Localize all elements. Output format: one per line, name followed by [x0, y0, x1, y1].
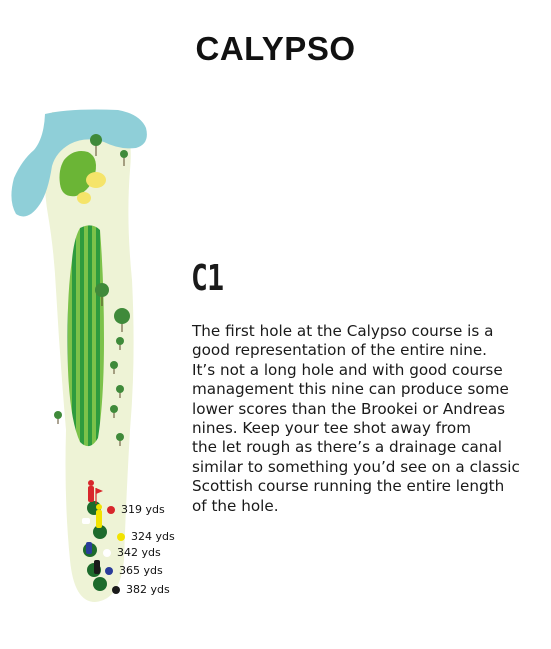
tree-icon	[54, 134, 130, 446]
description-line: the let rough as there’s a drainage cana…	[192, 438, 502, 457]
description-line: The first hole at the Calypso course is …	[192, 322, 494, 340]
hole-number: C1	[191, 258, 224, 299]
description-line: lower scores than the Brookei or Andreas	[192, 399, 506, 418]
tee-319: 319 yds	[107, 503, 165, 516]
tee-342: 342 yds	[103, 546, 161, 559]
putting-green	[59, 151, 96, 197]
tee-label: 365 yds	[119, 564, 163, 577]
description-line: similar to something you’d see on a clas…	[192, 457, 520, 476]
description-line: of the hole.	[192, 496, 279, 515]
white-tee-dot	[103, 548, 111, 557]
description-line: nines. Keep your tee shot away from	[192, 419, 471, 438]
page-title: CALYPSO	[195, 30, 356, 67]
tee-label: 319 yds	[121, 503, 165, 516]
tee-365: 365 yds	[105, 564, 163, 577]
bunker	[77, 192, 91, 204]
tee-label: 382 yds	[126, 583, 170, 596]
tee-label: 324 yds	[131, 530, 175, 543]
description-line: It’s not a long hole and with good cours…	[192, 360, 503, 379]
bunker	[86, 172, 106, 188]
hole-map	[11, 109, 147, 602]
yellow-tee-dot	[117, 532, 125, 541]
red-tee-dot	[107, 505, 115, 514]
blue-tee-dot	[105, 566, 113, 575]
tee-324: 324 yds	[117, 530, 175, 543]
tee-marker-icon	[82, 480, 102, 574]
tee-382: 382 yds	[112, 583, 170, 596]
description-line: good representation of the entire nine.	[192, 341, 487, 360]
description-line: Scottish course running the entire lengt…	[192, 477, 505, 496]
flag-icon	[95, 488, 103, 504]
fairway	[67, 225, 104, 447]
hole-description: The first hole at the Calypso course is …	[192, 322, 544, 516]
water-hazard	[11, 109, 147, 217]
black-tee-dot	[112, 585, 120, 594]
tee-label: 342 yds	[117, 546, 161, 559]
description-line: management this nine can produce some	[192, 380, 509, 399]
